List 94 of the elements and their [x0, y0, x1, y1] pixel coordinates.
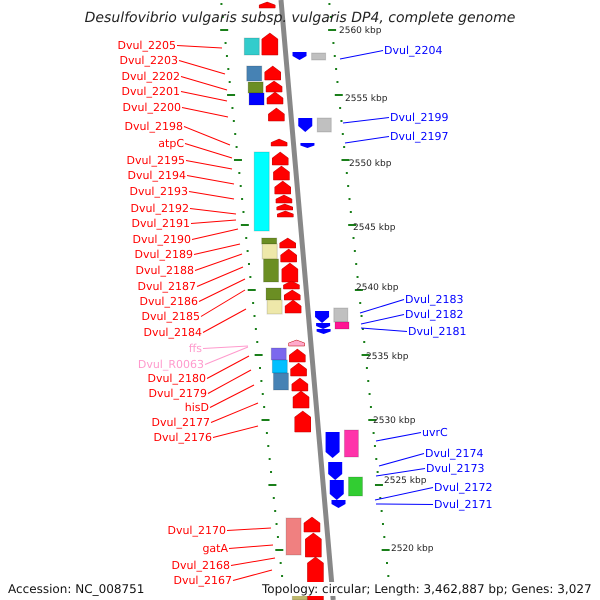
leader-line — [204, 346, 248, 365]
gene-label: Dvul_2176 — [153, 431, 212, 444]
leader-line — [202, 346, 248, 349]
gene-label: Dvul_2180 — [147, 372, 206, 385]
leader-line — [360, 299, 404, 314]
gene-label: Dvul_2205 — [117, 39, 176, 52]
gene-label: Dvul_2182 — [405, 308, 464, 321]
gene-label: Dvul_2183 — [405, 293, 464, 306]
leader-line — [194, 254, 242, 271]
scale-label: 2540 kbp — [356, 283, 398, 294]
gene-label: uvrC — [422, 426, 448, 439]
leader-line — [190, 220, 236, 224]
leader-line — [228, 544, 274, 549]
gene-label: Dvul_2198 — [124, 120, 183, 133]
gene-label: Dvul_2202 — [121, 70, 180, 83]
gene-label: Dvul_2174 — [425, 447, 484, 460]
leader-line — [376, 504, 434, 505]
leader-line — [194, 244, 240, 255]
leader-line — [340, 50, 384, 60]
gene-label: Dvul_2173 — [426, 462, 485, 475]
gene-label: Dvul_2170 — [167, 524, 226, 537]
gene-label: Dvul_2195 — [126, 154, 185, 167]
gene-label: ffs — [188, 342, 202, 355]
leader-line — [186, 160, 232, 170]
leader-line — [360, 314, 404, 324]
leader-line — [192, 228, 238, 240]
gene-label: Dvul_2168 — [171, 559, 230, 572]
gene-label: Dvul_2188 — [135, 264, 194, 277]
gene-label: Dvul_2201 — [121, 85, 180, 98]
leader-line — [206, 356, 250, 379]
gene-label: Dvul_2167 — [173, 574, 232, 587]
leader-line — [230, 558, 276, 566]
leader-line — [180, 91, 228, 102]
leader-line — [378, 453, 424, 466]
gene-label: Dvul_2187 — [137, 280, 196, 293]
leader-line — [196, 266, 244, 287]
scale-label: 2535 kbp — [366, 352, 408, 363]
gene-label: Dvul_2181 — [408, 325, 467, 338]
scale-label: 2525 kbp — [384, 476, 426, 487]
leader-line — [210, 384, 254, 408]
leader-line — [208, 370, 252, 394]
gene-label: atpC — [158, 137, 184, 150]
leader-line — [198, 278, 246, 302]
leader-line — [376, 468, 426, 476]
gene-label: Dvul_2171 — [434, 498, 493, 511]
leader-line — [212, 426, 258, 438]
leader-line — [344, 136, 390, 144]
scale-label: 2550 kbp — [349, 159, 392, 170]
gene-label: Dvul_2193 — [129, 185, 188, 198]
gene-label: Dvul_2192 — [130, 202, 189, 215]
leader-line — [182, 107, 228, 118]
leader-line — [202, 308, 246, 333]
gene-label: Dvul_R0063 — [138, 358, 204, 371]
gene-label: Dvul_2179 — [148, 387, 207, 400]
accession-text: Accession: NC_008751 — [8, 582, 144, 596]
gene-label: hisD — [184, 401, 209, 414]
scale-label: 2560 kbp — [339, 26, 382, 37]
scale-label: 2530 kbp — [373, 416, 416, 427]
leader-line — [188, 191, 234, 200]
gene-label: Dvul_2172 — [434, 481, 493, 494]
genome-info-text: Topology: circular; Length: 3,462,887 bp; Genes: 3,027 — [262, 582, 592, 596]
gene-label: Dvul_2191 — [131, 217, 190, 230]
leader-line — [226, 528, 272, 531]
leader-line — [180, 76, 228, 90]
leader-line — [360, 328, 408, 332]
gene-label: gatA — [202, 542, 228, 555]
leader-line — [374, 487, 434, 500]
gene-label: Dvul_2190 — [132, 233, 191, 246]
leader-line — [210, 402, 258, 423]
leader-line — [200, 290, 246, 317]
leader-line — [186, 175, 234, 184]
leader-line — [376, 432, 422, 442]
leader-line — [232, 570, 272, 581]
gene-label: Dvul_2184 — [143, 326, 202, 339]
gene-label: Dvul_2186 — [139, 295, 198, 308]
leader-line — [342, 117, 390, 124]
gene-label: Dvul_2204 — [384, 44, 443, 57]
gene-label: Dvul_2199 — [390, 111, 449, 124]
scale-label: 2545 kbp — [353, 223, 396, 234]
leader-line — [178, 60, 226, 74]
gene-label: Dvul_2200 — [122, 101, 181, 114]
leader-line — [184, 143, 232, 158]
leader-line — [190, 208, 236, 214]
title: Desulfovibrio vulgaris subsp. vulgaris DP4, complete genome — [84, 10, 516, 26]
gene-label: Dvul_2177 — [151, 416, 210, 429]
gene-label: Dvul_2185 — [141, 310, 200, 323]
leader-line — [176, 45, 222, 48]
scale-label: 2520 kbp — [391, 544, 434, 555]
gene-label: Dvul_2189 — [134, 248, 193, 261]
leader-line — [184, 126, 230, 146]
gene-label: Dvul_2194 — [127, 169, 186, 182]
gene-label: Dvul_2197 — [390, 130, 449, 143]
gene-label: Dvul_2203 — [119, 54, 178, 67]
scale-label: 2555 kbp — [345, 94, 388, 105]
